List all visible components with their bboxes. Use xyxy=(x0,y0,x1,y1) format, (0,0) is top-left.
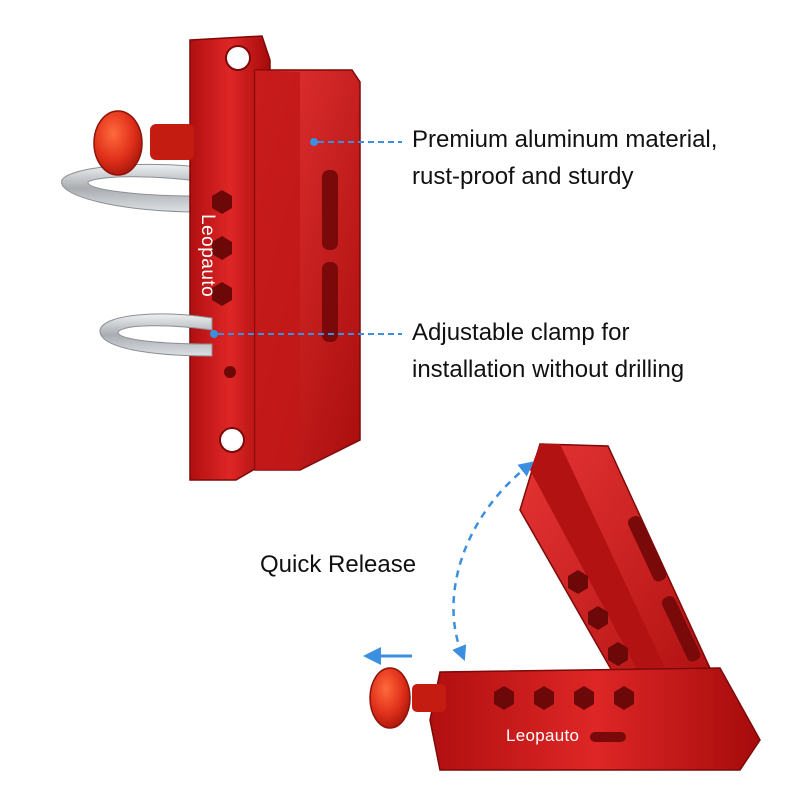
knob-stem-released xyxy=(412,684,446,712)
slot-lower xyxy=(322,262,338,342)
callout-material-line1: Premium aluminum material, xyxy=(412,126,718,153)
callout-leader-clamp xyxy=(210,330,402,338)
release-knob-released xyxy=(369,667,411,729)
hex-hole xyxy=(494,686,514,710)
hex-hole xyxy=(212,190,232,214)
callout-leader-material xyxy=(310,138,402,146)
callout-material: Premium aluminum material, rust-proof an… xyxy=(412,121,717,195)
hex-hole xyxy=(608,642,628,666)
slot-upper xyxy=(322,170,338,250)
hose-clamp-lower xyxy=(99,313,213,357)
brand-label-vertical: Leopauto xyxy=(197,214,218,298)
hose-clamp-upper xyxy=(61,163,206,213)
slide-bevel xyxy=(255,70,300,470)
callout-clamp-line1: Adjustable clamp for xyxy=(412,319,630,346)
mount-hole-top xyxy=(225,45,251,71)
knob-stem xyxy=(150,124,194,160)
hex-hole xyxy=(588,606,608,630)
tilted-slot-lower xyxy=(661,596,701,662)
tilted-slide-edge xyxy=(530,444,680,712)
callout-quick-release: Quick Release xyxy=(260,546,416,583)
hex-hole xyxy=(574,686,594,710)
base-slot xyxy=(590,732,626,742)
hex-hole xyxy=(568,570,588,594)
tilted-slot-upper xyxy=(627,516,667,582)
released-bracket xyxy=(369,443,761,771)
hex-hole xyxy=(614,686,634,710)
hex-hole xyxy=(212,236,232,260)
callout-quick-release-label: Quick Release xyxy=(260,551,417,578)
callout-material-line2: rust-proof and sturdy xyxy=(412,163,634,190)
screw-hole xyxy=(224,366,236,378)
callout-clamp: Adjustable clamp for installation withou… xyxy=(412,314,684,388)
mounted-bracket xyxy=(61,35,361,481)
hex-hole xyxy=(212,282,232,306)
mount-hole-bottom xyxy=(219,427,245,453)
release-knob xyxy=(93,110,143,176)
brand-label-horizontal: Leopauto xyxy=(506,726,580,745)
base-plate xyxy=(429,667,761,771)
callout-clamp-line2: installation without drilling xyxy=(412,356,685,383)
hex-hole xyxy=(534,686,554,710)
rotate-arrow xyxy=(452,461,534,661)
